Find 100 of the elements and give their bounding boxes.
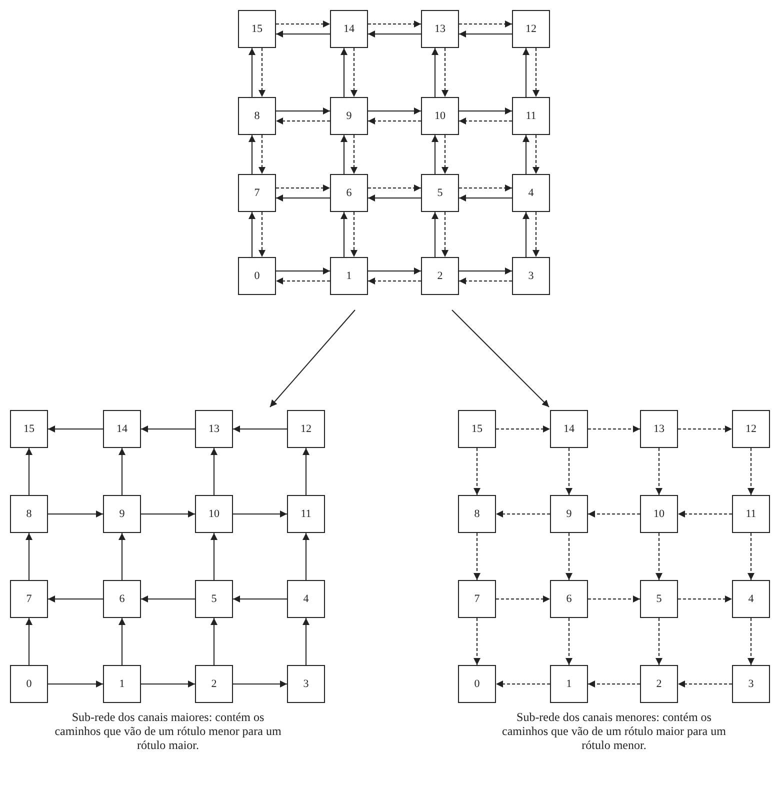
arrow	[232, 680, 288, 688]
caption: Sub-rede dos canais menores: contém os caminhos que vão de um rótulo maior para um rótulo menor.	[501, 710, 727, 752]
arrow	[458, 194, 512, 202]
node-label: 3	[748, 678, 754, 690]
arrow	[368, 20, 422, 28]
arrow	[532, 134, 540, 174]
arrow	[350, 48, 358, 98]
node-label: 4	[528, 187, 534, 199]
router-box	[640, 410, 678, 448]
arrow	[368, 194, 422, 202]
router-box	[550, 495, 588, 533]
router-box	[238, 10, 276, 48]
arrow	[340, 134, 348, 174]
arrow	[748, 532, 754, 580]
arrow	[248, 48, 256, 98]
router-box	[458, 580, 496, 618]
node-label: 7	[474, 593, 480, 605]
arrow	[496, 510, 550, 518]
router-box	[732, 580, 770, 618]
arrow	[678, 510, 732, 518]
router-box	[10, 580, 48, 618]
node-label: 15	[472, 423, 482, 435]
node-label: 2	[211, 678, 217, 690]
node-label: 14	[564, 423, 574, 435]
arrow	[522, 134, 530, 174]
node-label: 5	[437, 187, 443, 199]
arrow	[656, 618, 662, 666]
arrow	[248, 134, 256, 174]
arrow	[474, 448, 480, 496]
arrow	[248, 212, 256, 258]
router-box	[330, 97, 368, 135]
router-box	[732, 665, 770, 703]
node-label: 6	[119, 593, 125, 605]
arrow	[302, 532, 310, 580]
router-box	[640, 495, 678, 533]
arrow	[258, 48, 266, 98]
arrow	[210, 618, 218, 666]
node-label: 13	[434, 23, 446, 35]
router-box	[195, 495, 233, 533]
node-label: 5	[211, 593, 217, 605]
arrow	[26, 618, 32, 666]
arrow	[140, 510, 196, 518]
arrow	[118, 532, 126, 580]
arrow	[458, 268, 512, 274]
arrow	[458, 30, 512, 38]
router-box	[640, 665, 678, 703]
arrow	[496, 596, 550, 602]
arrow	[458, 278, 512, 284]
router-box	[421, 257, 459, 295]
arrow	[748, 618, 754, 666]
node-label: 0	[26, 678, 32, 690]
arrow	[302, 448, 310, 496]
node-label: 8	[26, 508, 32, 520]
arrow	[678, 680, 732, 688]
node-label: 9	[346, 110, 352, 122]
arrow	[140, 426, 196, 432]
node-label: 9	[119, 508, 125, 520]
arrow	[432, 134, 438, 174]
router-box	[10, 495, 48, 533]
node-label: 14	[116, 423, 128, 435]
router-box	[103, 495, 141, 533]
node-label: 0	[254, 270, 260, 282]
arrow	[458, 184, 512, 192]
node-label: 11	[746, 508, 756, 520]
caption: Sub-rede dos canais maiores: contém os caminhos que vão de um rótulo menor para um rótulo maior.	[54, 710, 282, 752]
arrow	[442, 48, 448, 98]
router-box	[458, 665, 496, 703]
arrow	[232, 426, 288, 432]
node-label: 2	[437, 270, 443, 282]
arrow	[566, 532, 572, 580]
arrow	[258, 212, 266, 258]
arrow	[276, 20, 330, 28]
router-box	[287, 495, 325, 533]
node-label: 10	[654, 508, 664, 520]
arrow	[232, 596, 288, 602]
arrow	[276, 118, 330, 124]
arrow	[532, 48, 540, 98]
arrow	[442, 212, 448, 258]
arrow	[340, 212, 348, 258]
router-box	[330, 174, 368, 212]
node-label: 1	[346, 270, 352, 282]
arrow	[588, 426, 640, 432]
node-label: 11	[526, 110, 536, 122]
arrow	[588, 596, 640, 602]
arrow	[432, 212, 438, 258]
router-box	[732, 495, 770, 533]
node-label: 1	[119, 678, 125, 690]
arrow	[432, 48, 438, 98]
arrow	[350, 134, 358, 174]
router-box	[512, 257, 550, 295]
arrow	[368, 30, 422, 38]
router-box	[512, 10, 550, 48]
arrow	[748, 448, 754, 496]
arrow	[210, 448, 218, 496]
arrow	[678, 426, 732, 432]
router-box	[512, 97, 550, 135]
arrow	[48, 510, 104, 518]
arrow	[118, 448, 126, 496]
arrow	[368, 118, 422, 124]
arrow	[496, 680, 550, 688]
